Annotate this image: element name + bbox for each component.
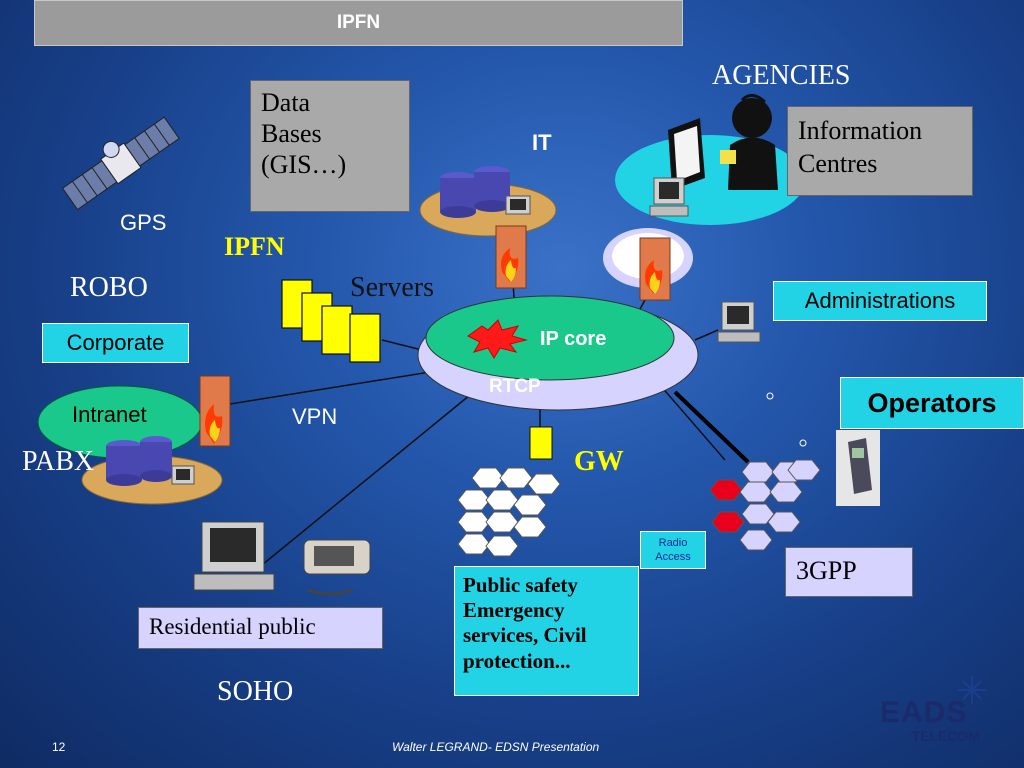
administrations-box: Administrations xyxy=(773,281,987,321)
admin-computer-icon xyxy=(717,301,761,343)
soho-computer-icon xyxy=(193,521,275,591)
administrations-label: Administrations xyxy=(804,288,956,313)
eads-logo-star-icon xyxy=(958,676,986,704)
link-admin-core xyxy=(694,329,719,341)
corporate-label: Corporate xyxy=(66,330,165,355)
pabx-computer-icon xyxy=(171,465,195,485)
footer-text: Walter LEGRAND- EDSN Presentation xyxy=(392,740,600,754)
dot-marker-1 xyxy=(766,392,774,400)
residential-public-label: Residential public xyxy=(149,614,316,639)
gw-label: GW xyxy=(574,446,624,477)
radio-access-line-1: Radio xyxy=(658,537,688,549)
it-label: IT xyxy=(532,130,552,155)
3gpp-box: 3GPP xyxy=(785,547,913,597)
public-safety-line-4: protection... xyxy=(463,648,571,673)
radio-access-line-2: Access xyxy=(655,551,691,563)
corporate-box: Corporate xyxy=(42,323,189,363)
information-centres-line-2: Centres xyxy=(798,148,878,178)
explosion-icon xyxy=(467,319,528,359)
hex-cells-3gpp xyxy=(709,459,821,551)
dot-marker-2 xyxy=(799,439,807,447)
agencies-label: AGENCIES xyxy=(712,60,851,91)
3gpp-label: 3GPP xyxy=(796,556,857,585)
eads-logo-main: EADS xyxy=(880,696,968,729)
data-bases-box: Data Bases (GIS…) xyxy=(250,80,410,212)
gateway-icon xyxy=(529,426,553,460)
ip-core-ellipse xyxy=(425,295,675,381)
agency-computer-icon xyxy=(649,177,689,217)
information-centres-box: Information Centres xyxy=(787,106,973,196)
vpn-label: VPN xyxy=(292,404,338,429)
intranet-label: Intranet xyxy=(72,402,147,427)
firewall-icon-agencies xyxy=(639,237,671,301)
link-3gpp-core xyxy=(659,384,726,461)
public-safety-line-2: Emergency xyxy=(463,598,565,623)
gps-label: GPS xyxy=(120,210,167,235)
firewall-icon-it xyxy=(495,225,527,289)
footer-page-number: 12 xyxy=(52,740,66,754)
radio-access-box: Radio Access xyxy=(640,531,706,569)
title-bar: IPFN xyxy=(34,0,683,46)
link-soho-core xyxy=(261,394,471,566)
eads-logo: EADS TELECOM xyxy=(880,696,1000,745)
servers-icon xyxy=(281,279,381,363)
eads-logo-sub: TELECOM xyxy=(911,728,980,744)
link-operators-core xyxy=(673,390,750,464)
it-computer-icon xyxy=(505,195,531,215)
servers-label: Servers xyxy=(350,272,434,303)
data-bases-line-2: Bases xyxy=(261,119,322,149)
operators-box: Operators xyxy=(840,377,1024,429)
ipfn-label: IPFN xyxy=(224,232,285,261)
ip-core-label: IP core xyxy=(540,328,607,350)
telephone-icon xyxy=(303,539,371,596)
public-safety-line-3: services, Civil xyxy=(463,623,587,648)
rtcp-label: RTCP xyxy=(489,376,541,397)
pabx-label: PABX xyxy=(22,446,95,477)
soho-label: SOHO xyxy=(217,676,294,707)
database-icon-it xyxy=(440,166,510,218)
information-centres-line-1: Information xyxy=(798,116,923,145)
slide-title: IPFN xyxy=(336,12,381,33)
link-vpn-core xyxy=(204,371,431,409)
robo-label: ROBO xyxy=(70,272,148,303)
satellite-icon xyxy=(61,116,180,211)
data-bases-line-3: (GIS…) xyxy=(261,150,347,180)
data-bases-line-1: Data xyxy=(261,88,311,117)
firewall-icon-intranet xyxy=(199,375,231,447)
mobile-phone-icon xyxy=(836,430,880,506)
hex-cells-public-safety xyxy=(457,467,561,557)
residential-public-box: Residential public xyxy=(138,607,383,649)
headset-operator-icon xyxy=(668,94,778,190)
public-safety-box: Public safety Emergency services, Civil … xyxy=(454,566,639,696)
public-safety-line-1: Public safety xyxy=(463,573,578,597)
operators-label: Operators xyxy=(867,388,997,418)
database-icon-pabx xyxy=(106,436,172,486)
